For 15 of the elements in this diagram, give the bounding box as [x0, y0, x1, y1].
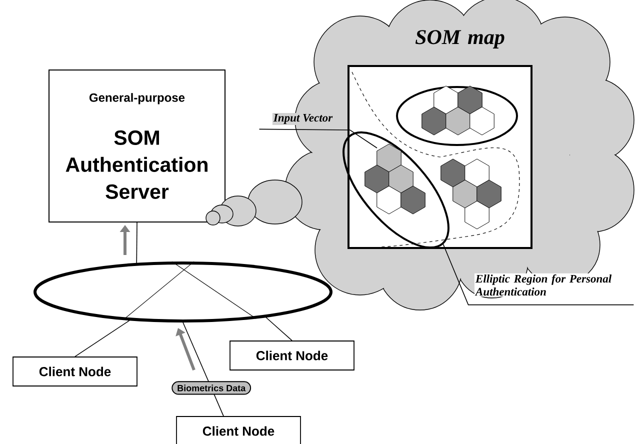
edge-label: Biometrics Data: [172, 381, 252, 395]
client-node-box: Client Node: [176, 416, 301, 444]
network-ellipse: [34, 261, 332, 322]
server-box: General-purpose SOM Authentication Server: [48, 70, 226, 222]
leader-line: [258, 128, 378, 148]
elliptic-region: [342, 131, 450, 249]
leader-line: [442, 244, 634, 306]
client-node-box: Client Node: [230, 340, 354, 370]
connector-line: [136, 222, 138, 264]
connector-line: [74, 320, 130, 357]
node-label: SOM map: [415, 30, 504, 48]
client-node-box: Client Node: [12, 356, 138, 386]
callout-text: Input Vector: [272, 113, 334, 125]
connector-line: [266, 316, 292, 341]
cluster-ellipse: [396, 86, 518, 146]
